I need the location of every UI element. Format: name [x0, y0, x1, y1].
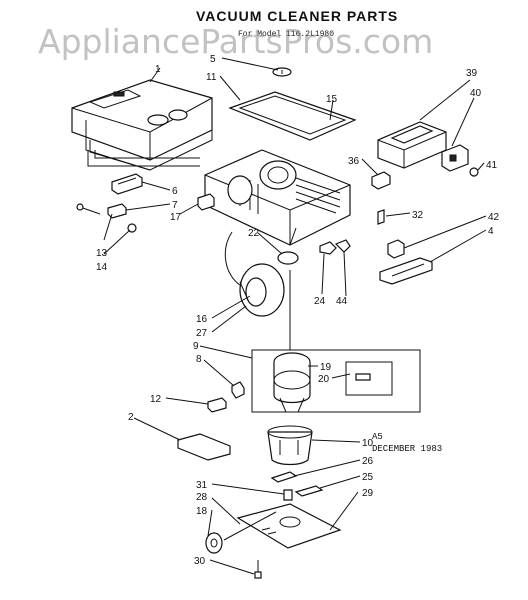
part-main-housing — [204, 149, 351, 246]
part-plug — [231, 381, 245, 399]
part-switch-panel — [377, 121, 479, 177]
callout-1: 1 — [155, 64, 161, 75]
callout-17: 17 — [170, 212, 182, 223]
callout-22: 22 — [248, 228, 260, 239]
part-switch — [371, 171, 391, 190]
callout-7: 7 — [172, 200, 178, 211]
part-screw-31 — [283, 489, 293, 501]
callout-18: 18 — [196, 506, 208, 517]
callout-10: 10 — [362, 438, 374, 449]
callout-32: 32 — [412, 210, 424, 221]
callout-2: 2 — [128, 412, 134, 423]
callout-42: 42 — [488, 212, 500, 223]
part-screws-left — [76, 203, 137, 233]
callout-20: 20 — [318, 374, 330, 385]
diagram-title: VACUUM CLEANER PARTS — [196, 8, 399, 24]
callout-16: 16 — [196, 314, 208, 325]
part-clips — [377, 209, 405, 259]
part-top-cover — [71, 79, 213, 171]
part-gasket-frame — [228, 91, 357, 141]
callout-24: 24 — [314, 296, 326, 307]
callout-26: 26 — [362, 456, 374, 467]
callout-36: 36 — [348, 156, 360, 167]
callout-39: 39 — [466, 68, 478, 79]
part-bracket-bar — [177, 433, 231, 461]
part-fittings — [319, 239, 351, 255]
callout-9: 9 — [193, 341, 199, 352]
callout-12: 12 — [150, 394, 162, 405]
callout-41: 41 — [486, 160, 498, 171]
footer-code: A5 — [372, 432, 383, 442]
part-handle — [379, 257, 433, 285]
part-fan-housing — [224, 231, 285, 317]
callout-8: 8 — [196, 354, 202, 365]
part-screw-30 — [254, 560, 262, 579]
part-base-plate — [236, 503, 342, 549]
callout-40: 40 — [470, 88, 482, 99]
callout-25: 25 — [362, 472, 374, 483]
part-block — [207, 397, 227, 413]
callout-27: 27 — [196, 328, 208, 339]
callout-14: 14 — [96, 262, 108, 273]
part-ring — [277, 251, 299, 265]
callout-4: 4 — [488, 226, 494, 237]
callout-numbers: 1 2 4 5 6 7 8 9 10 11 12 13 14 15 16 17 … — [96, 54, 500, 567]
callout-44: 44 — [336, 296, 348, 307]
part-fan-cup — [267, 425, 313, 466]
part-axle-wheel — [205, 511, 277, 554]
callout-5: 5 — [210, 54, 216, 65]
footer-date: DECEMBER 1983 — [372, 444, 443, 454]
part-motor-assembly — [251, 349, 421, 413]
callout-15: 15 — [326, 94, 338, 105]
watermark: AppliancePartsPros.com — [38, 22, 434, 61]
diagram-subtitle: For Model 116.2L1980 — [238, 30, 335, 39]
leader-lines — [87, 57, 487, 575]
callout-19: 19 — [320, 362, 332, 373]
callout-6: 6 — [172, 186, 178, 197]
callout-30: 30 — [194, 556, 206, 567]
part-brackets-left — [107, 173, 215, 219]
callout-29: 29 — [362, 488, 374, 499]
callout-28: 28 — [196, 492, 208, 503]
callout-31: 31 — [196, 480, 208, 491]
callout-13: 13 — [96, 248, 108, 259]
callout-11: 11 — [206, 72, 217, 83]
